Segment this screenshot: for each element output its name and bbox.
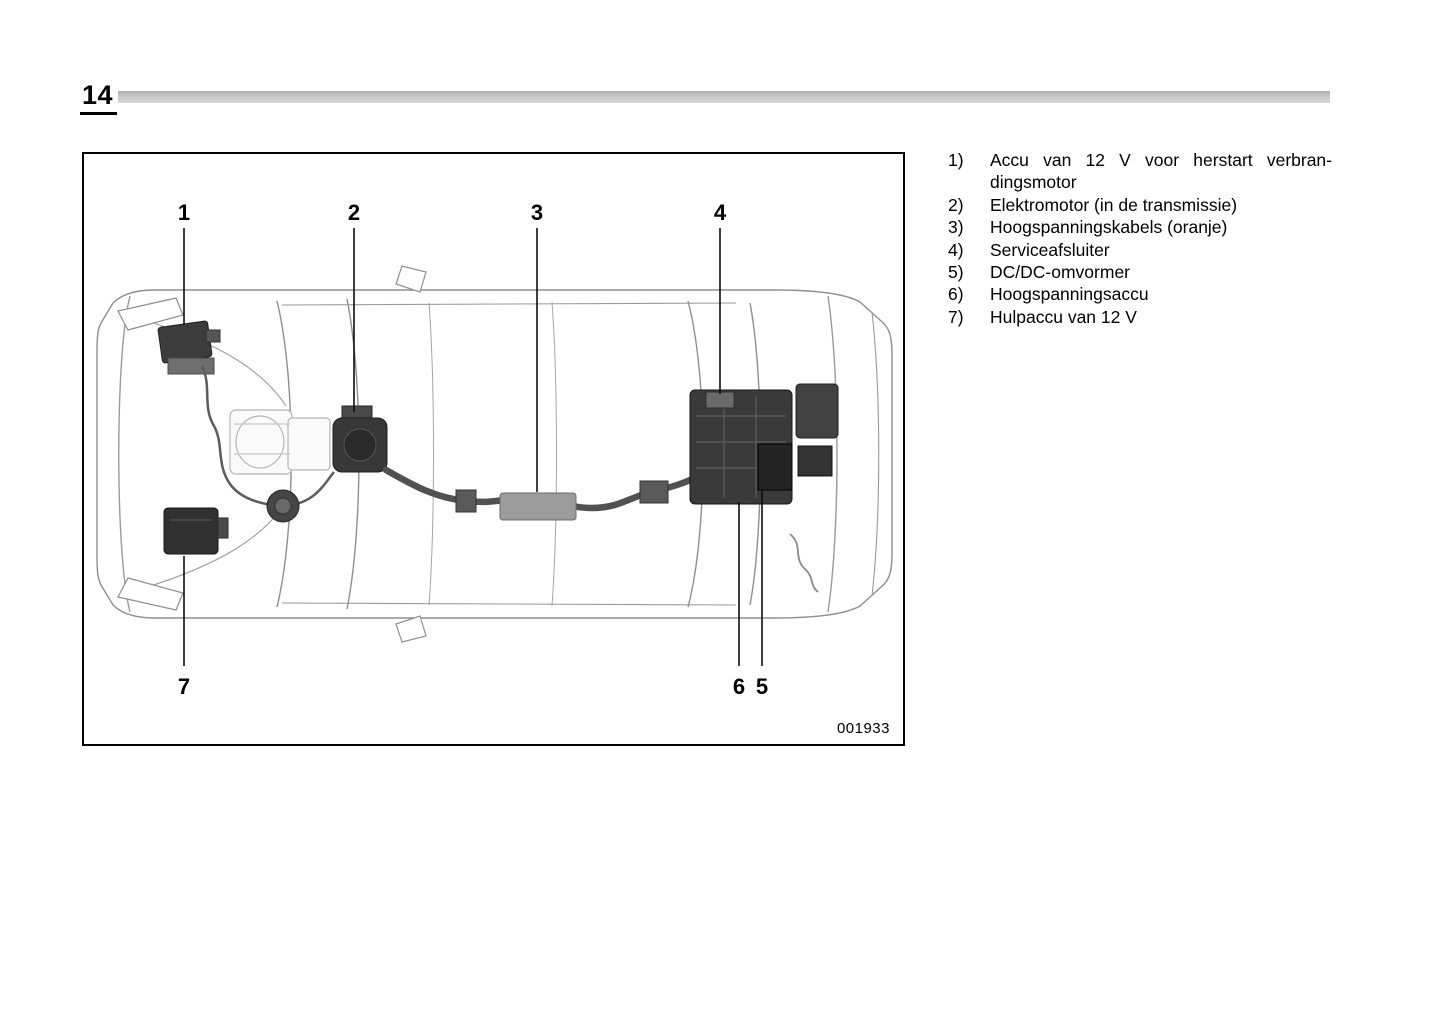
aux-battery-12v <box>163 507 229 555</box>
legend-item-number: 5) <box>948 262 964 283</box>
engine-transmission-outline <box>229 409 331 475</box>
callout-label-2: 2 <box>348 200 360 225</box>
legend-item-text: Accu van 12 V voor herstart verbran-ding… <box>990 150 1332 193</box>
dcdc-converter <box>757 443 793 491</box>
callout-leader-lines <box>183 228 763 666</box>
legend-item-number: 2) <box>948 194 964 215</box>
legend-item: 2) Elektromotor (in de transmissie) <box>948 194 1332 216</box>
legend-item: 1) Accu van 12 V voor herstart verbran-d… <box>948 149 1332 194</box>
service-disconnect <box>705 391 735 409</box>
callout-label-6: 6 <box>733 674 745 699</box>
legend-item-text: Hoogspanningskabels (oranje) <box>990 217 1228 238</box>
header-rule-bar <box>118 91 1330 103</box>
car-top-view-diagram: 1 2 3 4 7 6 5 001933 <box>96 200 893 737</box>
legend-item-text: Serviceafsluiter <box>990 239 1110 260</box>
legend-item: 3) Hoogspanningskabels (oranje) <box>948 216 1332 238</box>
callout-label-1: 1 <box>178 200 190 225</box>
restart-battery-12v <box>157 320 221 375</box>
legend-item-number: 4) <box>948 239 964 260</box>
legend-item: 5) DC/DC-omvormer <box>948 261 1332 283</box>
legend-item-text: Hoogspanningsaccu <box>990 284 1149 305</box>
legend-item: 6) Hoogspanningsaccu <box>948 283 1332 305</box>
brake-booster <box>266 489 300 523</box>
legend-list: 1) Accu van 12 V voor herstart verbran-d… <box>948 149 1332 328</box>
callout-label-3: 3 <box>531 200 543 225</box>
legend-item-text: DC/DC-omvormer <box>990 262 1130 283</box>
legend-item: 4) Serviceafsluiter <box>948 239 1332 261</box>
figure-code: 001933 <box>837 720 890 737</box>
hv-battery-assembly <box>689 383 839 593</box>
callout-label-7: 7 <box>178 674 190 699</box>
legend-item-text: Elektromotor (in de transmissie) <box>990 194 1238 215</box>
legend-item-number: 7) <box>948 306 964 327</box>
legend-item: 7) Hulpaccu van 12 V <box>948 306 1332 328</box>
legend-item-number: 1) <box>948 150 964 170</box>
legend-item-number: 6) <box>948 284 964 305</box>
page-number: 14 <box>80 82 118 115</box>
high-voltage-cables <box>382 466 710 521</box>
callout-label-5: 5 <box>756 674 768 699</box>
electric-motor <box>332 405 388 473</box>
figure-frame: 1 2 3 4 7 6 5 001933 <box>82 152 905 746</box>
headlights-and-mirrors <box>117 265 427 643</box>
callout-label-4: 4 <box>714 200 727 225</box>
legend-item-number: 3) <box>948 217 964 238</box>
legend-item-text: Hulpaccu van 12 V <box>990 306 1137 327</box>
